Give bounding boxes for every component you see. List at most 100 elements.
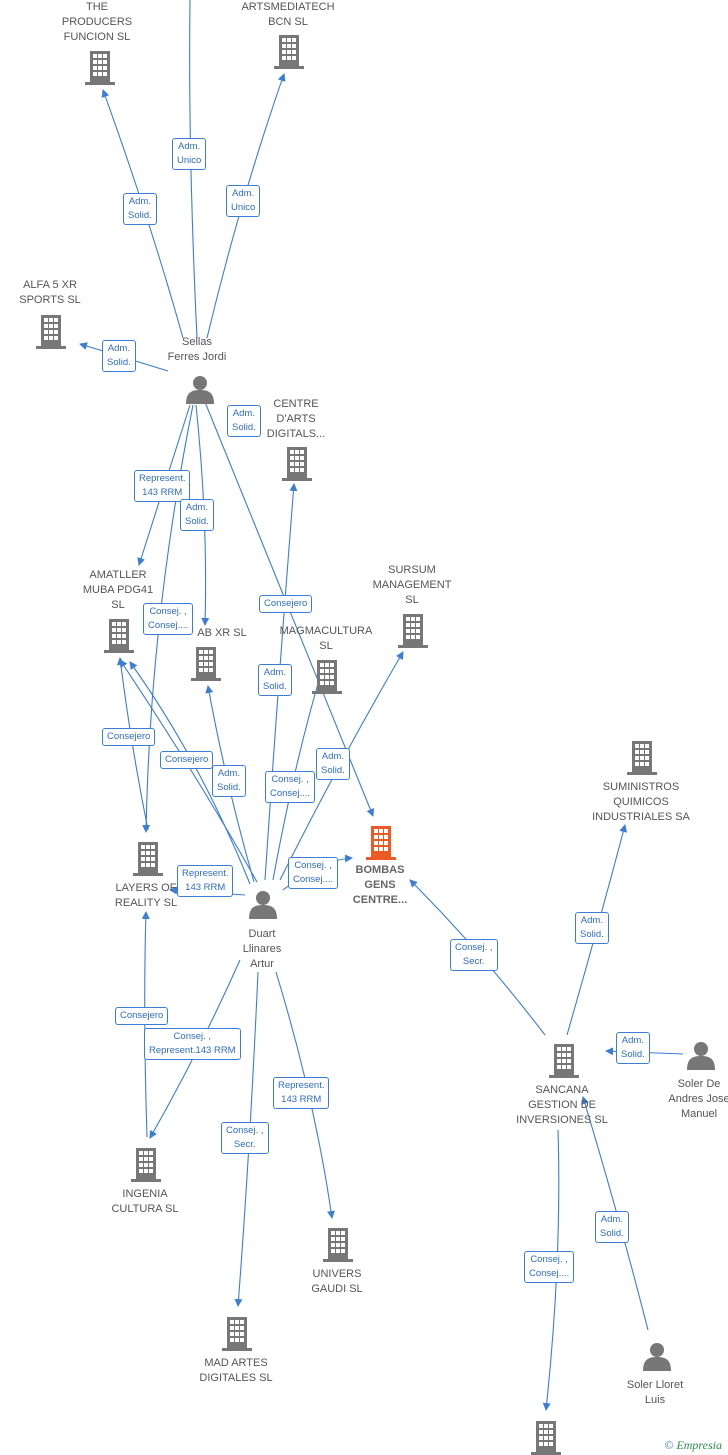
building-icon — [36, 315, 66, 349]
label-line: Consej. , — [149, 606, 187, 617]
building-icon — [398, 614, 428, 648]
label-line: Artur — [250, 958, 274, 970]
relation-badge[interactable]: Consej. ,Consej.... — [288, 857, 339, 889]
label-line: Represent. — [139, 473, 186, 484]
relation-badge[interactable]: Consej. ,Represent.143 RRM — [144, 1028, 241, 1060]
copyright-icon: © — [664, 1438, 674, 1452]
label-line: THE — [85, 1, 108, 13]
building-icon — [133, 842, 163, 876]
building-icon — [191, 647, 221, 681]
label-line: QUIMICOS — [613, 796, 669, 808]
label-line: INVERSIONES SL — [516, 1114, 608, 1126]
label-line: SL — [319, 640, 333, 652]
label-line: MUBA PDG41 — [82, 584, 154, 596]
label-line: Represent.143 RRM — [149, 1045, 236, 1056]
relation-badge[interactable]: Adm.Solid. — [616, 1032, 650, 1064]
label-line: Consejero — [264, 598, 308, 609]
label-line: Solid. — [232, 422, 256, 433]
relation-badge[interactable]: Consejero — [160, 751, 214, 769]
relation-badge[interactable]: Adm.Unico — [172, 138, 207, 170]
label-line: Ferres Jordi — [167, 351, 227, 363]
brand-name: Empresia — [676, 1438, 722, 1452]
relation-badge[interactable]: Consej. , Consej.... — [143, 603, 194, 635]
label-line: Consej.... — [148, 620, 189, 631]
relation-badge[interactable]: Represent.143 RRM — [134, 470, 191, 502]
relation-badge[interactable]: Consejero — [115, 1007, 169, 1025]
label-line: Consejero — [107, 731, 151, 742]
company-label-labxr[interactable]: AB XR SL — [197, 626, 247, 641]
label-line: Solid. — [600, 1228, 624, 1239]
relation-badge[interactable]: Adm.Solid. — [180, 499, 214, 531]
label-line: Consej.... — [529, 1268, 570, 1279]
relation-badge[interactable]: Adm.Solid. — [123, 193, 157, 225]
relation-badge[interactable]: Adm.Solid. — [316, 748, 350, 780]
label-line: MAGMACULTURA — [279, 625, 373, 637]
relation-badge[interactable]: Adm.Solid. — [595, 1211, 629, 1243]
label-line: 143 RRM — [185, 882, 226, 893]
company-label-layers[interactable]: LAYERS OF REALITY SL — [115, 881, 177, 911]
relation-badge[interactable]: Adm.Solid. — [227, 405, 261, 437]
label-line: Consej.... — [270, 788, 311, 799]
label-line: Consej. , — [294, 860, 332, 871]
label-line: Sellas — [182, 336, 212, 348]
label-line: D'ARTS — [276, 413, 316, 425]
relation-badge[interactable]: Adm.Solid. — [258, 664, 292, 696]
label-line: AMATLLER — [89, 569, 147, 581]
label-line: REALITY SL — [114, 897, 178, 909]
building-icon — [282, 447, 312, 481]
label-line: Consej. , — [271, 774, 309, 785]
label-line: Adm. — [217, 768, 240, 779]
relation-badge[interactable]: Adm.Solid. — [212, 765, 246, 797]
label-line: Adm. — [185, 502, 208, 513]
building-icon — [222, 1317, 252, 1351]
footer-brand[interactable]: ©Empresia — [664, 1438, 722, 1453]
label-line: DIGITALES SL — [199, 1372, 273, 1384]
edge-duart-amatller-a — [119, 659, 258, 883]
relation-badge[interactable]: Consej. , Consej.... — [265, 771, 316, 803]
label-line: Represent. — [278, 1080, 325, 1091]
relation-badge[interactable]: Consejero — [259, 595, 313, 613]
label-line: Adm. — [178, 141, 201, 152]
label-line: Consejero — [120, 1010, 164, 1021]
relation-badge[interactable]: Consejero — [102, 728, 156, 746]
relation-badge[interactable]: Represent.143 RRM — [273, 1077, 330, 1109]
label-line: Consej. , — [226, 1125, 264, 1136]
label-line: SL — [111, 599, 125, 611]
relation-badge[interactable]: Consej. ,Secr. — [221, 1122, 269, 1154]
relation-badge[interactable]: Adm.Solid. — [102, 340, 136, 372]
relation-badge[interactable]: Consej. ,Consej.... — [524, 1251, 575, 1283]
relation-badge[interactable]: Adm. Solid. — [575, 912, 609, 944]
label-line: LAYERS OF — [115, 882, 177, 894]
label-line: Adm. — [232, 188, 255, 199]
label-line: Solid. — [580, 929, 604, 940]
building-icon — [549, 1044, 579, 1078]
relation-badge[interactable]: Represent.143 RRM — [177, 865, 234, 897]
label-line: Adm. — [107, 343, 130, 354]
relation-badge[interactable]: Adm.Unico — [226, 185, 261, 217]
label-line: Solid. — [621, 1049, 645, 1060]
label-line: Adm. — [580, 915, 603, 926]
relation-badge[interactable]: Consej. ,Secr. — [450, 939, 498, 971]
label-line: Andres Jose — [668, 1093, 728, 1105]
label-line: SANCANA — [535, 1084, 589, 1096]
label-line: CENTRE... — [352, 894, 408, 906]
label-line: Duart — [248, 928, 276, 940]
person-icon — [249, 891, 277, 919]
company-label-magma[interactable]: MAGMACULTURA SL — [280, 624, 373, 654]
